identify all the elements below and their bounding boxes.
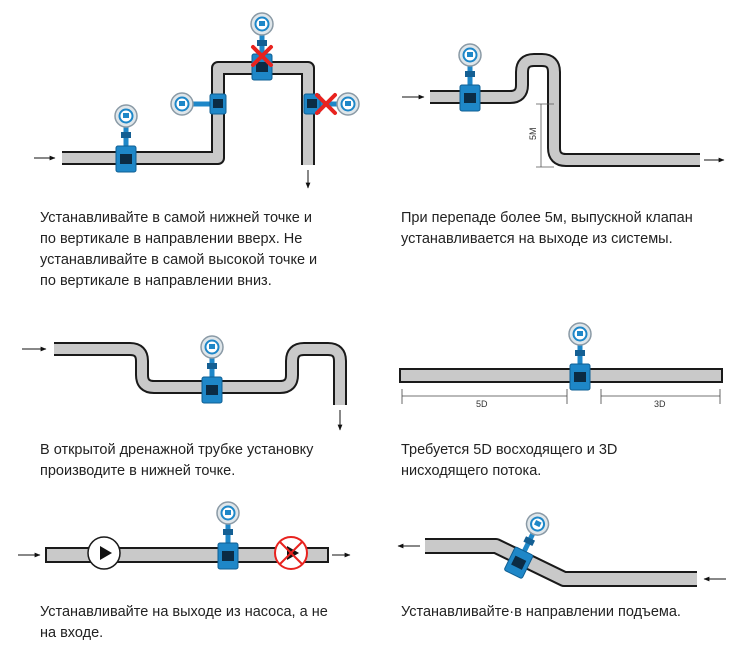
blocked-valve-icon bbox=[274, 536, 308, 570]
caption-line: При перепаде более 5м, выпускной клапан bbox=[401, 210, 693, 226]
caption-top-left: Устанавливайте в самой нижней точке и по… bbox=[40, 208, 370, 292]
caption-line: по вертикале в направлении вверх. Не bbox=[40, 231, 303, 247]
upstream-label: 5D bbox=[476, 399, 488, 409]
flowmeter-icon bbox=[217, 502, 239, 569]
caption-bottom-right: Устанавливайте·в направлении подъема. bbox=[401, 602, 741, 623]
pump-icon bbox=[87, 536, 121, 570]
straight-pipe bbox=[399, 368, 723, 383]
caption-top-right: При перепаде более 5м, выпускной клапан … bbox=[401, 208, 741, 250]
caption-middle-right: Требуется 5D восходящего и 3D нисходящег… bbox=[401, 440, 741, 482]
caption-line: устанавливается на выходе из системы. bbox=[401, 231, 673, 247]
caption-line: В открытой дренажной трубке установку bbox=[40, 442, 314, 458]
caption-line: Устанавливайте·в направлении подъема. bbox=[401, 604, 681, 620]
panel-middle-right-diagram: 5D 3D bbox=[399, 323, 723, 409]
caption-line: Устанавливайте в самой нижней точке и bbox=[40, 210, 313, 226]
flowmeter-icon bbox=[459, 44, 481, 111]
caption-line: Устанавливайте на выходе из насоса, а не bbox=[40, 604, 328, 620]
caption-middle-left: В открытой дренажной трубке установку пр… bbox=[40, 440, 370, 482]
panel-bottom-left-diagram bbox=[18, 502, 351, 570]
caption-line: нисходящего потока. bbox=[401, 463, 542, 479]
panel-middle-left-diagram bbox=[22, 336, 347, 431]
panel-top-right-diagram: 5M bbox=[402, 44, 725, 168]
panel-top-left-diagram bbox=[34, 13, 359, 189]
caption-line: по вертикале в направлении вниз. bbox=[40, 273, 272, 289]
height-dimension-label: 5M bbox=[528, 127, 538, 140]
flowmeter-icon bbox=[201, 336, 223, 403]
caption-line: устанавливайте в самой высокой точке и bbox=[40, 252, 318, 268]
caption-line: на входе. bbox=[40, 625, 104, 641]
panel-bottom-right-diagram bbox=[397, 509, 726, 587]
caption-line: Требуется 5D восходящего и 3D bbox=[401, 442, 618, 458]
flowmeter-icon bbox=[115, 105, 137, 172]
downstream-label: 3D bbox=[654, 399, 666, 409]
caption-bottom-left: Устанавливайте на выходе из насоса, а не… bbox=[40, 602, 370, 644]
flowmeter-icon bbox=[171, 93, 226, 115]
flowmeter-icon bbox=[569, 323, 591, 390]
caption-line: производите в нижней точке. bbox=[40, 463, 236, 479]
